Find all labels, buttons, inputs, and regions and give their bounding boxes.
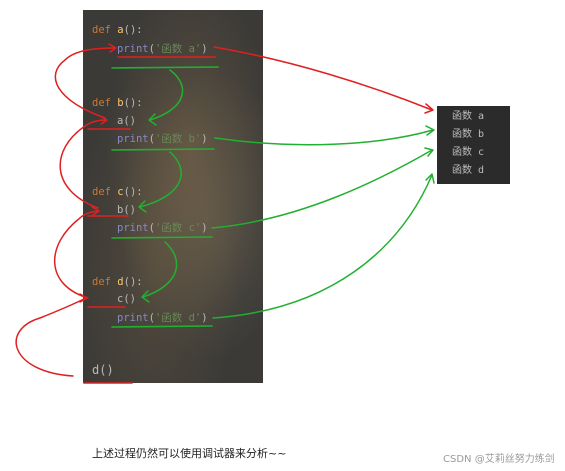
print-call: print — [117, 312, 149, 324]
paren-open: ( — [148, 43, 155, 55]
paren-open: ( — [148, 312, 155, 324]
watermark-text: CSDN @艾莉丝努力练剑 — [443, 454, 555, 465]
function-call: d() — [92, 363, 114, 377]
function-name: d — [117, 276, 124, 288]
paren-close: ) — [201, 133, 208, 145]
code-line-call-c: c() — [117, 293, 136, 305]
code-line-call-a: a() — [117, 115, 136, 127]
code-line-def-d: def d(): — [92, 276, 143, 288]
signature-rest: (): — [123, 276, 143, 288]
code-line-def-c: def c(): — [92, 186, 143, 198]
keyword-def: def — [92, 186, 118, 198]
signature-rest: (): — [123, 97, 143, 109]
code-line-def-b: def b(): — [92, 97, 143, 109]
function-name: c — [117, 186, 124, 198]
code-line-print-b: print('函数 b') — [117, 133, 208, 145]
paren-open: ( — [148, 133, 155, 145]
print-call: print — [117, 43, 149, 55]
code-line-call-b: b() — [117, 204, 136, 216]
output-line: 函数 a — [452, 111, 485, 122]
output-line: 函数 b — [452, 129, 485, 140]
paren-close: ) — [201, 222, 208, 234]
paren-close: ) — [201, 312, 208, 324]
function-call: b() — [117, 204, 136, 216]
red-call-arrows — [15, 43, 434, 377]
output-line: 函数 c — [452, 147, 485, 158]
red-underlines — [83, 56, 216, 384]
paren-close: ) — [201, 43, 208, 55]
code-line-def-a: def a(): — [92, 24, 143, 36]
green-return-arrows — [138, 69, 435, 319]
function-name: b — [117, 97, 124, 109]
signature-rest: (): — [123, 186, 143, 198]
output-line: 函数 d — [452, 165, 485, 176]
signature-rest: (): — [123, 24, 143, 36]
code-line-print-c: print('函数 c') — [117, 222, 208, 234]
print-call: print — [117, 222, 149, 234]
code-line-print-d: print('函数 d') — [117, 312, 208, 324]
string-literal: '函数 a' — [154, 43, 202, 55]
keyword-def: def — [92, 24, 118, 36]
keyword-def: def — [92, 97, 118, 109]
print-call: print — [117, 133, 149, 145]
caption-text: 上述过程仍然可以使用调试器来分析~~ — [92, 447, 287, 460]
function-call: a() — [117, 115, 136, 127]
paren-open: ( — [148, 222, 155, 234]
output-console: 函数 a 函数 b 函数 c 函数 d — [437, 106, 510, 184]
string-literal: '函数 b' — [154, 133, 202, 145]
string-literal: '函数 c' — [154, 222, 202, 234]
code-line-call-d: d() — [92, 364, 114, 376]
green-underlines — [111, 66, 219, 328]
function-name: a — [117, 24, 124, 36]
code-line-print-a: print('函数 a') — [117, 43, 208, 55]
string-literal: '函数 d' — [154, 312, 202, 324]
keyword-def: def — [92, 276, 118, 288]
function-call: c() — [117, 293, 136, 305]
